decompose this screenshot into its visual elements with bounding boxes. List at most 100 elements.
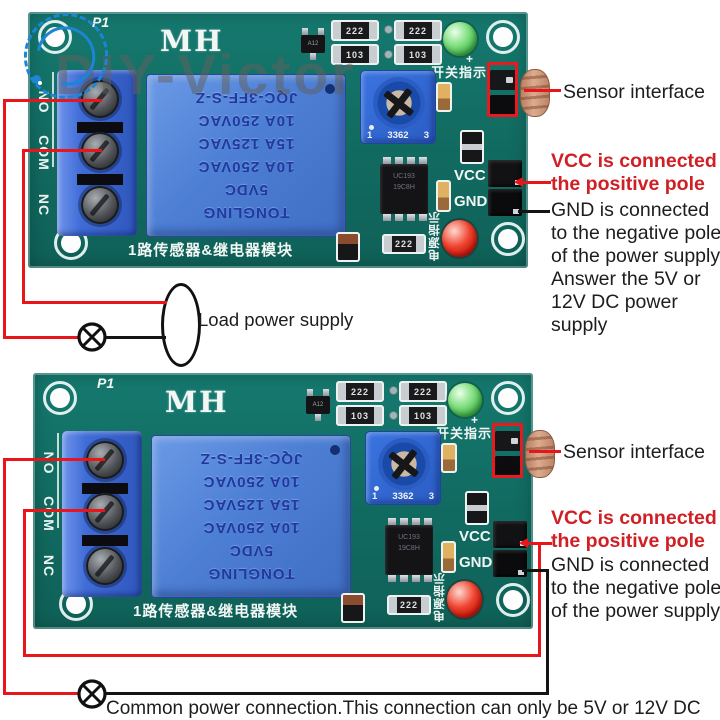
- ic-pin: [424, 575, 432, 582]
- gnd-callout-line-top: [518, 210, 550, 213]
- ic-pin: [412, 518, 420, 525]
- wire-no-vertical: [3, 99, 6, 339]
- ic-pin: [412, 575, 420, 582]
- terminal-separator: [82, 483, 128, 494]
- terminal-silkscreen-line: [52, 72, 54, 167]
- capacitor: [436, 82, 452, 112]
- wire-com-vertical: [22, 149, 25, 304]
- switch-indicator-label: 开关指示: [436, 426, 493, 441]
- sensor-interface-highlight-box: [492, 423, 523, 478]
- vcc-arrow-bottom: [519, 538, 528, 548]
- resistor-222: 222: [331, 20, 379, 41]
- via: [389, 411, 398, 420]
- ic-pin: [407, 157, 415, 164]
- module-title-silkscreen: 1路传感器&继电器模块: [133, 603, 299, 620]
- watermark-dot: [32, 75, 41, 84]
- red-led: [447, 581, 482, 618]
- terminal-separator: [82, 535, 128, 546]
- ic-chip: UC193 19C8H: [380, 157, 428, 221]
- terminal-separator: [77, 174, 123, 185]
- sensor-pin-upper: [490, 70, 516, 90]
- wire-no-horizontal: [3, 99, 102, 102]
- sensor-callout-line-bottom: [529, 450, 561, 453]
- sensor-interface-highlight-box: [487, 62, 518, 117]
- ic-marking: UC193 19C8H: [393, 173, 415, 191]
- transistor-leg: [310, 53, 316, 60]
- watermark-text: DIY-Victor: [55, 43, 357, 107]
- module-title-silkscreen: 1路传感器&继电器模块: [128, 242, 294, 259]
- trimmer-potentiometer: 1 3362 3: [365, 431, 441, 505]
- resistor-222: 222: [336, 381, 384, 402]
- terminal-label-com: COM: [36, 135, 52, 171]
- vcc-callout-line-bottom: [527, 542, 552, 545]
- diode-component: [460, 130, 484, 164]
- terminal-screw-nc: [86, 547, 124, 585]
- wire-com-to-supply: [22, 301, 167, 304]
- jumper-pin-gnd: [513, 209, 519, 214]
- capacitor: [441, 443, 457, 473]
- wire-no2-to-lamp: [3, 692, 78, 695]
- resistor-103: 103: [394, 44, 442, 65]
- sensor-pin-metal: [506, 77, 513, 83]
- terminal-label-no: NO: [41, 451, 57, 475]
- terminal-label-nc: NC: [41, 554, 57, 578]
- jumper-header: [493, 521, 529, 577]
- relay-pin1-dot: [330, 445, 340, 455]
- wire-no-to-lamp: [3, 336, 78, 339]
- wire-com2-vertical: [23, 509, 26, 657]
- sensor-callout-line-top: [524, 89, 561, 92]
- vcc-callout-line-top: [522, 181, 551, 184]
- mounting-hole-top-left: [38, 20, 72, 54]
- mounting-hole-top-left: [43, 381, 77, 415]
- transistor-body: A12: [306, 396, 330, 414]
- wire-no2-vertical: [3, 458, 6, 695]
- p1-silkscreen: P1: [92, 14, 110, 30]
- capacitor: [441, 541, 456, 573]
- ic-pin: [400, 518, 408, 525]
- switch-indicator-label: 开关指示: [431, 65, 488, 80]
- jumper-header: [488, 160, 524, 216]
- wire-vcc2-vertical: [538, 543, 541, 657]
- sensor-interface-label-bottom: Sensor interface: [563, 441, 705, 463]
- resistor-222: 222: [394, 20, 442, 41]
- watermark-logo: [11, 1, 121, 111]
- ic-pin: [395, 214, 403, 221]
- terminal-label-com: COM: [41, 496, 57, 532]
- common-power-caption: Common power connection.This connection …: [106, 698, 701, 719]
- via: [384, 25, 393, 34]
- ic-chip: UC193 19C8H: [385, 518, 433, 582]
- wire-gnd2-vertical: [546, 569, 549, 695]
- diode-component: [465, 491, 489, 525]
- ic-pin: [407, 214, 415, 221]
- load-power-supply-label: Load power supply: [198, 309, 354, 330]
- sensor-pin-metal: [511, 438, 518, 444]
- vcc-silkscreen: VCC: [454, 167, 486, 184]
- load-power-supply-symbol: [161, 283, 201, 367]
- lamp-symbol: [77, 322, 107, 352]
- transistor: A12: [300, 28, 326, 60]
- mounting-hole-bottom-right: [491, 222, 525, 256]
- ic-pin: [383, 157, 391, 164]
- capacitor-bracket: [336, 232, 360, 262]
- ic-pin: [419, 157, 427, 164]
- resistor-103: 103: [399, 405, 447, 426]
- plus-silkscreen: +: [471, 413, 479, 427]
- mh-logo: MH: [165, 385, 229, 419]
- trimmer-dial: [373, 77, 425, 129]
- mh-logo: MH: [160, 24, 224, 58]
- jumper-pin-gnd: [518, 570, 524, 575]
- trimmer-markings: 1 3362 3: [372, 491, 434, 502]
- transistor: A12: [305, 389, 331, 421]
- terminal-silkscreen-line: [57, 433, 59, 528]
- resistor-222: 222: [387, 595, 431, 615]
- lamp-symbol-bottom: [77, 679, 107, 709]
- trimmer-screw-cross: [375, 79, 423, 127]
- transistor-body: A12: [301, 35, 325, 53]
- trimmer-markings: 1 3362 3: [367, 130, 429, 141]
